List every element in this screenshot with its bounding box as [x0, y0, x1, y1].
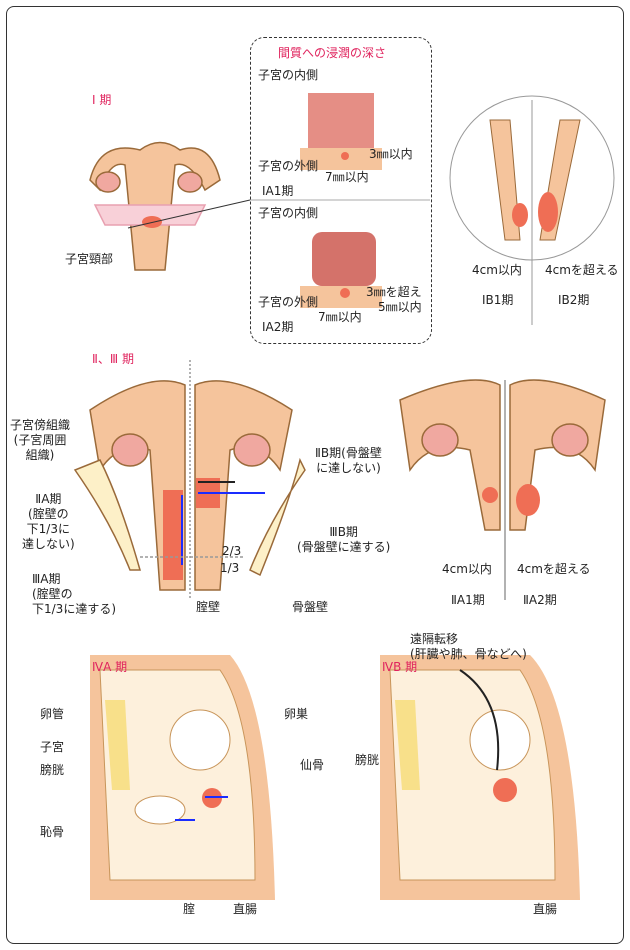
stage23-heading: Ⅱ、Ⅲ 期 [92, 352, 134, 366]
ia2-outer-label: 子宮の外側 [258, 295, 319, 309]
ib1-size: 4cm以内 [472, 263, 522, 277]
ia1-width: 7㎜以内 [325, 170, 369, 184]
ia2-depth: 3㎜を超え 5㎜以内 [366, 285, 422, 314]
stage4a-sagittal-illustration [90, 655, 275, 900]
pelvic-wall-label: 骨盤壁 [292, 600, 329, 614]
stage1-uterus-illustration [89, 141, 221, 271]
bladder-label: 膀胱 [40, 763, 65, 777]
uterus-label: 子宮 [40, 740, 65, 754]
vagina-label: 腟 [183, 902, 196, 916]
ib-circle-illustration [449, 95, 615, 325]
ia2-width: 7㎜以内 [318, 310, 362, 324]
ib1-label: IB1期 [482, 293, 514, 307]
stage4b-sagittal-illustration [380, 655, 580, 900]
sacrum-label: 仙骨 [300, 758, 325, 772]
stage1-heading: Ⅰ 期 [92, 93, 112, 107]
ia1-inner-label: 子宮の内側 [258, 68, 319, 82]
ia1-depth: 3㎜以内 [369, 147, 413, 161]
iib-label: ⅡB期(骨盤壁 に達しない) [315, 446, 382, 475]
ovary-label: 卵巣 [284, 707, 309, 721]
iia1-size: 4cm以内 [442, 562, 492, 576]
pubis-label: 恥骨 [40, 825, 65, 839]
stage23-illustration [73, 360, 306, 600]
iiib-label: ⅢB期 (骨盤壁に達する) [297, 525, 391, 554]
figure-frame [6, 6, 624, 944]
cervix-label: 子宮頸部 [65, 252, 114, 266]
stage2a-illustration [399, 379, 606, 600]
ib2-size: 4cmを超える [545, 263, 619, 277]
one-third-label: 1/3 [220, 561, 240, 575]
ia1-outer-label: 子宮の外側 [258, 159, 319, 173]
two-thirds-label: 2/3 [222, 544, 242, 558]
iia2-label: ⅡA2期 [523, 593, 557, 607]
oviduct-label: 卵管 [40, 707, 65, 721]
metastasis-label: 遠隔転移 (肝臓や肺、骨などへ) [410, 632, 527, 661]
rectum-label: 直腸 [233, 902, 258, 916]
invasion-depth-inset [250, 37, 432, 344]
bladder-b-label: 膀胱 [355, 753, 380, 767]
iiia-label: ⅢA期 (腟壁の 下1/3に達する) [32, 572, 116, 616]
inset-title: 間質への浸潤の深さ [278, 46, 387, 60]
parametrium-label: 子宮傍組織 (子宮周囲 組織) [10, 418, 71, 462]
ia2-label: IA2期 [262, 320, 294, 334]
iva-heading: ⅣA 期 [92, 660, 128, 674]
iia1-label: ⅡA1期 [451, 593, 485, 607]
iia2-size: 4cmを超える [517, 562, 591, 576]
iia-label: ⅡA期 (腟壁の 下1/3に 達しない) [22, 492, 75, 551]
ia1-label: IA1期 [262, 184, 294, 198]
ia-invasion-diagram [250, 93, 430, 308]
ivb-heading: ⅣB 期 [382, 660, 418, 674]
ia2-inner-label: 子宮の内側 [258, 206, 319, 220]
ib2-label: IB2期 [558, 293, 590, 307]
vaginal-wall-label: 腟壁 [196, 600, 221, 614]
rectum-b-label: 直腸 [533, 902, 558, 916]
